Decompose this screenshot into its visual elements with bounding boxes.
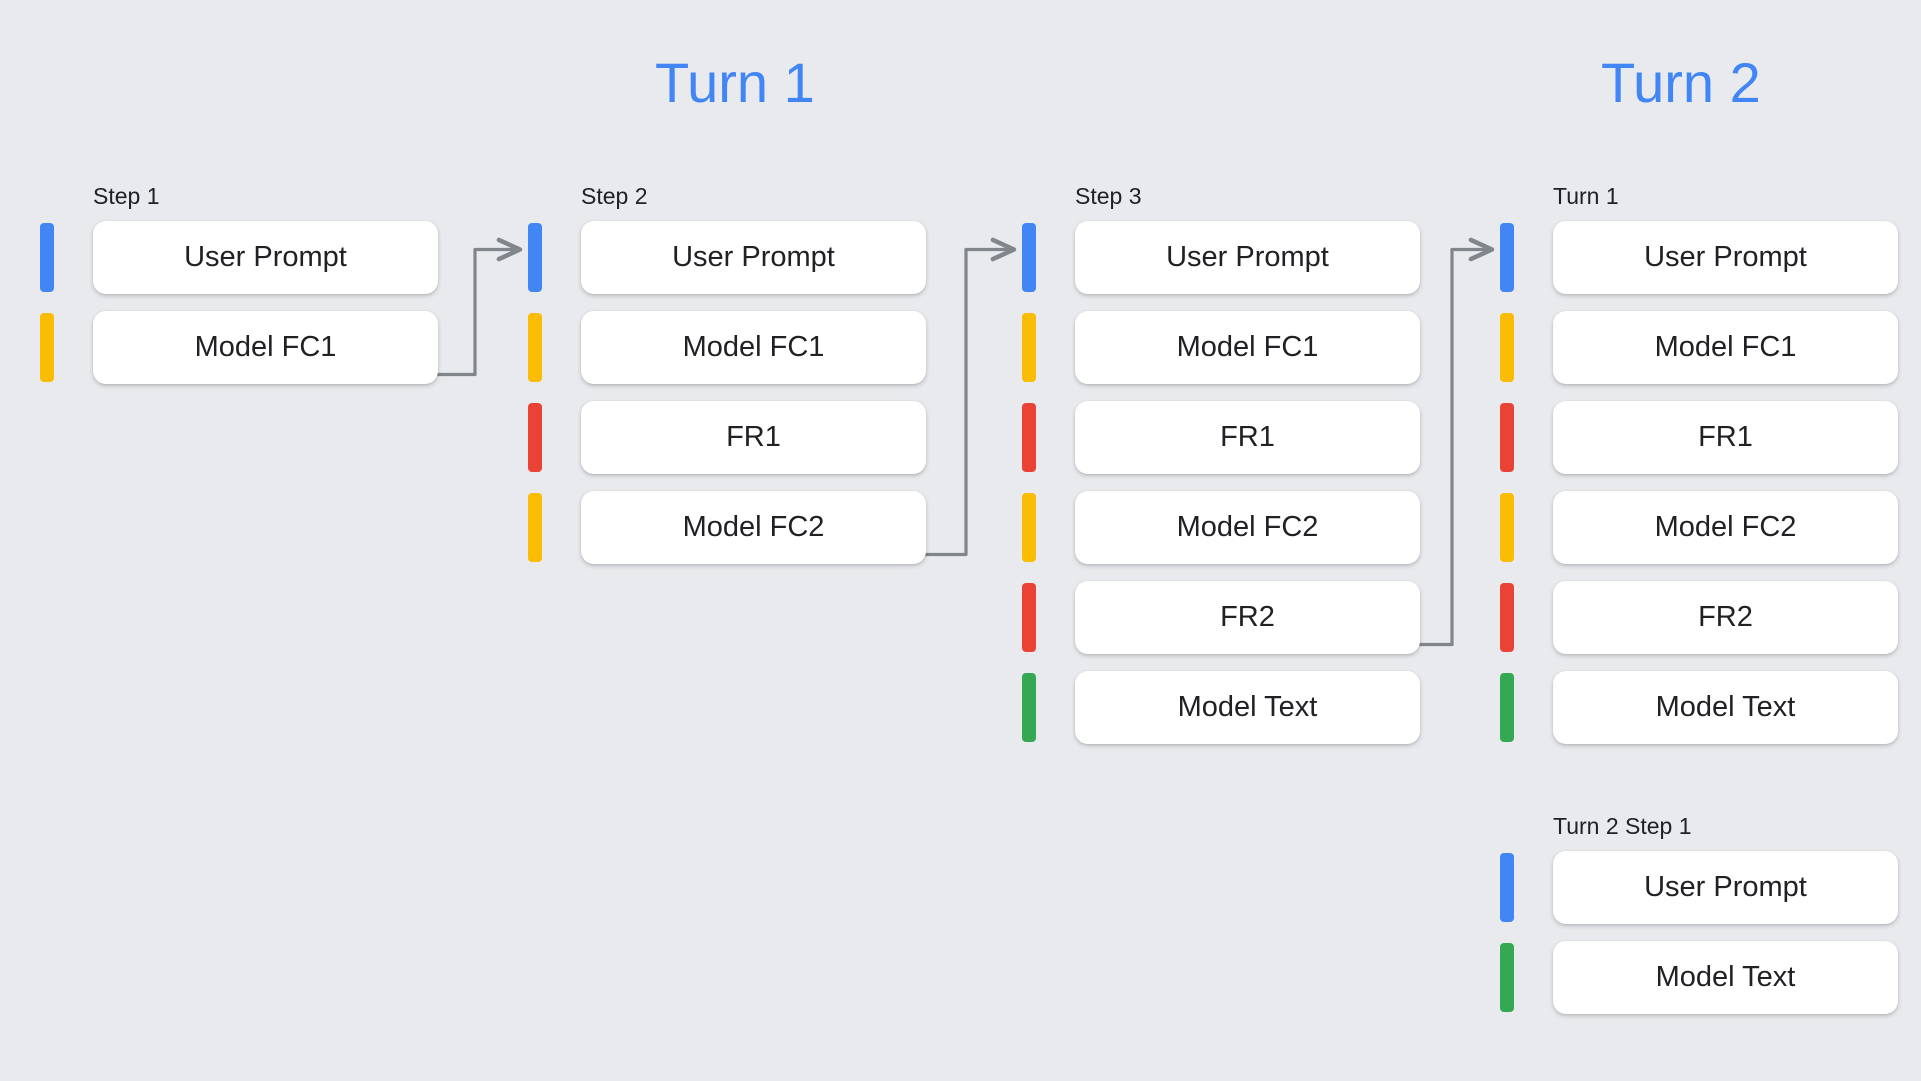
card-model-fc1[interactable]: Model FC1 xyxy=(581,311,926,384)
card-label: FR1 xyxy=(1220,421,1275,453)
card-label: Model Text xyxy=(1655,961,1796,993)
row-color-bar-yellow xyxy=(40,313,54,382)
card-model-text[interactable]: Model Text xyxy=(1553,671,1898,744)
card-label: User Prompt xyxy=(672,241,835,273)
card-fr1[interactable]: FR1 xyxy=(1553,401,1898,474)
row-color-bar-yellow xyxy=(1500,313,1514,382)
row-color-bar-blue xyxy=(1500,853,1514,922)
card-label: Model FC2 xyxy=(1654,511,1797,543)
card-user-prompt[interactable]: User Prompt xyxy=(1075,221,1420,294)
column-label: Step 2 xyxy=(581,183,648,209)
card-label: User Prompt xyxy=(184,241,347,273)
card-model-fc1[interactable]: Model FC1 xyxy=(1075,311,1420,384)
card-model-fc1[interactable]: Model FC1 xyxy=(1553,311,1898,384)
row-color-bar-blue xyxy=(1500,223,1514,292)
card-label: FR1 xyxy=(1698,421,1753,453)
row-color-bar-green xyxy=(1022,673,1036,742)
card-label: FR1 xyxy=(726,421,781,453)
card-label: User Prompt xyxy=(1644,241,1807,273)
row-color-bar-green xyxy=(1500,673,1514,742)
card-label: User Prompt xyxy=(1644,871,1807,903)
row-color-bar-yellow xyxy=(1500,493,1514,562)
turn-2-title: Turn 2 xyxy=(1601,51,1761,114)
card-fr1[interactable]: FR1 xyxy=(1075,401,1420,474)
card-model-text[interactable]: Model Text xyxy=(1553,941,1898,1014)
row-color-bar-red xyxy=(1500,403,1514,472)
card-label: Model FC1 xyxy=(1176,331,1319,363)
row-color-bar-red xyxy=(1500,583,1514,652)
card-label: Model FC2 xyxy=(682,511,825,543)
column-label: Step 3 xyxy=(1075,183,1142,209)
card-label: FR2 xyxy=(1220,601,1275,633)
card-model-fc2[interactable]: Model FC2 xyxy=(581,491,926,564)
row-color-bar-green xyxy=(1500,943,1514,1012)
card-label: Model FC1 xyxy=(194,331,337,363)
card-model-fc1[interactable]: Model FC1 xyxy=(93,311,438,384)
card-fr1[interactable]: FR1 xyxy=(581,401,926,474)
card-user-prompt[interactable]: User Prompt xyxy=(93,221,438,294)
row-color-bar-yellow xyxy=(1022,313,1036,382)
row-color-bar-yellow xyxy=(528,493,542,562)
card-label: Model FC2 xyxy=(1176,511,1319,543)
row-color-bar-red xyxy=(528,403,542,472)
card-fr2[interactable]: FR2 xyxy=(1075,581,1420,654)
card-label: Model FC1 xyxy=(682,331,825,363)
connector-step3-to-turn1 xyxy=(1410,237,1495,647)
column-label: Turn 2 Step 1 xyxy=(1553,813,1692,839)
connector-step2-to-step3 xyxy=(916,237,1017,557)
card-model-fc2[interactable]: Model FC2 xyxy=(1075,491,1420,564)
row-color-bar-red xyxy=(1022,583,1036,652)
card-user-prompt[interactable]: User Prompt xyxy=(1553,221,1898,294)
row-color-bar-yellow xyxy=(1022,493,1036,562)
turn-1-title: Turn 1 xyxy=(655,51,815,114)
row-color-bar-yellow xyxy=(528,313,542,382)
card-model-fc2[interactable]: Model FC2 xyxy=(1553,491,1898,564)
card-label: Model FC1 xyxy=(1654,331,1797,363)
card-user-prompt[interactable]: User Prompt xyxy=(1553,851,1898,924)
row-color-bar-blue xyxy=(528,223,542,292)
card-user-prompt[interactable]: User Prompt xyxy=(581,221,926,294)
card-label: User Prompt xyxy=(1166,241,1329,273)
row-color-bar-blue xyxy=(1022,223,1036,292)
card-label: FR2 xyxy=(1698,601,1753,633)
card-label: Model Text xyxy=(1177,691,1318,723)
row-color-bar-red xyxy=(1022,403,1036,472)
row-color-bar-blue xyxy=(40,223,54,292)
card-label: Model Text xyxy=(1655,691,1796,723)
column-label: Turn 1 xyxy=(1553,183,1619,209)
connector-step1-to-step2 xyxy=(428,237,523,377)
card-fr2[interactable]: FR2 xyxy=(1553,581,1898,654)
card-model-text[interactable]: Model Text xyxy=(1075,671,1420,744)
column-label: Step 1 xyxy=(93,183,160,209)
